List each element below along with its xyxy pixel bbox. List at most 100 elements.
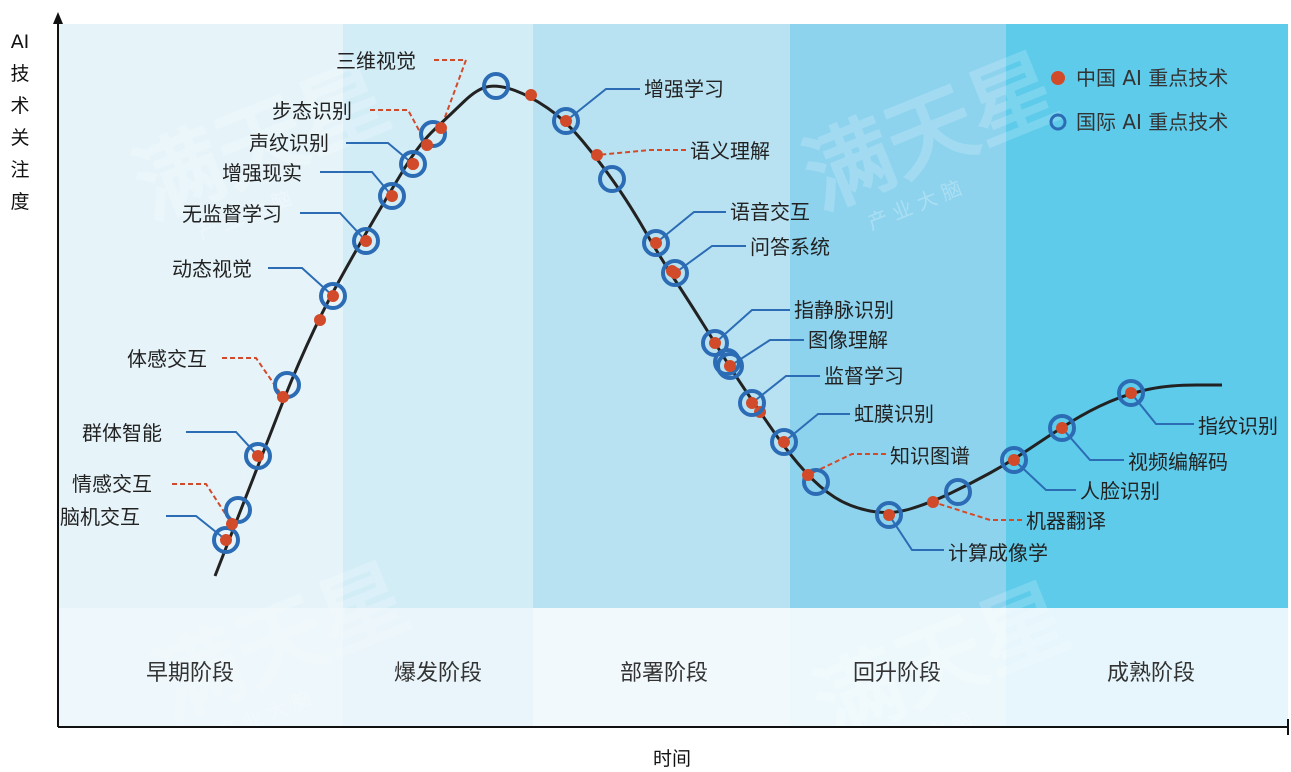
intl-tech-marker bbox=[701, 329, 729, 357]
tech-label: 无监督学习 bbox=[182, 202, 282, 226]
leader-line bbox=[751, 375, 820, 404]
intl-tech-marker bbox=[661, 259, 689, 287]
china-tech-marker bbox=[650, 237, 662, 249]
leader-line bbox=[714, 309, 790, 344]
intl-tech-marker bbox=[738, 389, 766, 417]
tech-label: 指纹识别 bbox=[1198, 414, 1278, 438]
y-axis-label-char: 度 bbox=[10, 191, 29, 213]
tech-label: 计算成像学 bbox=[948, 541, 1048, 565]
china-tech-marker bbox=[277, 391, 289, 403]
intl-tech-marker bbox=[642, 229, 670, 257]
intl-tech-marker bbox=[1000, 446, 1028, 474]
china-tech-marker bbox=[407, 158, 419, 170]
tech-label: 群体智能 bbox=[82, 421, 162, 445]
leader-line bbox=[807, 453, 886, 476]
china-tech-marker bbox=[327, 290, 339, 302]
tech-label: 脑机交互 bbox=[60, 505, 140, 529]
leader-line bbox=[729, 339, 804, 367]
stage-label-band-3 bbox=[533, 608, 790, 726]
tech-label: 语义理解 bbox=[690, 139, 770, 163]
stage-label-3: 部署阶段 bbox=[620, 661, 708, 686]
legend-china-label: 中国 AI 重点技术 bbox=[1076, 66, 1228, 90]
china-tech-marker bbox=[560, 115, 572, 127]
tech-label: 机器翻译 bbox=[1026, 509, 1106, 533]
stage-label-4: 回升阶段 bbox=[853, 661, 941, 686]
china-tech-marker bbox=[1056, 422, 1068, 434]
intl-tech-marker bbox=[399, 150, 427, 178]
intl-tech-marker bbox=[1048, 414, 1076, 442]
stage-label-2: 爆发阶段 bbox=[394, 661, 482, 686]
china-tech-marker bbox=[435, 122, 447, 134]
intl-tech-marker bbox=[552, 107, 580, 135]
stage-label-5: 成熟阶段 bbox=[1107, 661, 1195, 686]
intl-tech-marker bbox=[212, 526, 240, 554]
intl-tech-marker bbox=[319, 282, 347, 310]
intl-tech-marker bbox=[352, 227, 380, 255]
leader-line bbox=[434, 59, 468, 129]
tech-label: 人脸识别 bbox=[1080, 479, 1160, 503]
legend-intl-marker bbox=[1049, 113, 1067, 131]
stage-label-band-2 bbox=[343, 608, 533, 726]
china-tech-marker bbox=[709, 337, 721, 349]
y-axis-label-char: 技 bbox=[10, 63, 29, 85]
tech-label: 声纹识别 bbox=[249, 131, 329, 155]
tech-label: 图像理解 bbox=[808, 328, 888, 352]
stage-label-1: 早期阶段 bbox=[146, 661, 234, 686]
leader-line bbox=[674, 245, 746, 274]
stage-band-5 bbox=[1006, 24, 1288, 608]
china-tech-marker bbox=[525, 89, 537, 101]
tech-label: 三维视觉 bbox=[336, 49, 416, 73]
china-tech-marker bbox=[360, 235, 372, 247]
intl-tech-marker bbox=[1117, 379, 1145, 407]
leader-line bbox=[565, 88, 640, 122]
y-axis-label-char: 关 bbox=[10, 127, 29, 149]
tech-label: 增强学习 bbox=[644, 77, 724, 101]
y-axis-label-char: 术 bbox=[10, 95, 29, 117]
tech-label: 步态识别 bbox=[272, 99, 352, 123]
china-tech-marker bbox=[1125, 387, 1137, 399]
china-tech-marker bbox=[591, 149, 603, 161]
tech-label: 增强现实 bbox=[222, 161, 302, 185]
tech-label: 问答系统 bbox=[750, 235, 830, 259]
intl-tech-marker bbox=[875, 501, 903, 529]
china-tech-marker bbox=[883, 509, 895, 521]
tech-label: 语音交互 bbox=[730, 200, 810, 224]
stage-labels: 早期阶段 爆发阶段 部署阶段 回升阶段 成熟阶段 bbox=[146, 661, 1195, 686]
intl-tech-marker bbox=[419, 120, 447, 148]
stage-band-3 bbox=[533, 24, 790, 608]
intl-tech-marker bbox=[716, 352, 744, 380]
y-axis-arrow bbox=[53, 12, 63, 24]
legend-china-marker bbox=[1051, 71, 1065, 85]
intl-tech-marker bbox=[244, 442, 272, 470]
intl-tech-marker bbox=[378, 182, 406, 210]
china-tech-marker bbox=[1008, 454, 1020, 466]
china-tech-marker bbox=[386, 190, 398, 202]
china-tech-marker bbox=[724, 360, 736, 372]
leader-line bbox=[1061, 427, 1124, 461]
intl-tech-marker bbox=[944, 478, 972, 506]
leader-line bbox=[1013, 459, 1076, 491]
tech-label: 视频编解码 bbox=[1128, 450, 1228, 474]
leader-line bbox=[932, 501, 1022, 521]
stage-label-band-1 bbox=[58, 608, 343, 726]
stage-label-band-5 bbox=[1006, 608, 1288, 726]
intl-tech-marker bbox=[770, 428, 798, 456]
legend-intl-label: 国际 AI 重点技术 bbox=[1076, 110, 1228, 134]
china-tech-marker bbox=[927, 496, 939, 508]
leader-line bbox=[783, 413, 850, 443]
tech-label: 动态视觉 bbox=[172, 257, 252, 281]
intl-tech-marker bbox=[224, 496, 252, 524]
intl-tech-marker bbox=[802, 468, 830, 496]
leader-line bbox=[172, 483, 233, 525]
tech-label: 知识图谱 bbox=[890, 444, 970, 468]
intl-tech-marker bbox=[598, 165, 626, 193]
stage-label-band-4 bbox=[790, 608, 1006, 726]
china-tech-marker bbox=[746, 397, 758, 409]
stage-band-1 bbox=[58, 24, 343, 608]
tech-label: 虹膜识别 bbox=[854, 402, 934, 426]
china-tech-marker bbox=[778, 436, 790, 448]
